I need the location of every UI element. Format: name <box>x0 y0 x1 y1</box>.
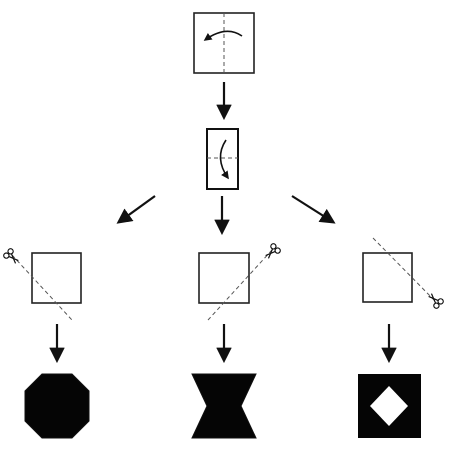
branch-3-cut-sheet <box>362 237 444 309</box>
step-1-sheet <box>193 12 255 74</box>
folded-square <box>31 252 82 304</box>
cut-line <box>372 237 439 305</box>
square-with-diamond-hole-shape <box>358 374 421 438</box>
cut-line <box>11 254 73 321</box>
scissors-icon <box>265 243 281 259</box>
arrow-right-branch-icon <box>291 195 336 224</box>
step-2-sheet <box>206 128 239 190</box>
arrow-left-branch-icon <box>116 195 156 224</box>
branch-2-cut-sheet <box>198 243 281 321</box>
cut-line <box>207 249 273 321</box>
scissors-icon <box>3 248 19 264</box>
fold-arrow-icon <box>203 30 243 41</box>
bowtie-shape <box>191 373 257 439</box>
folded-square <box>362 252 413 303</box>
folded-square <box>198 252 250 304</box>
octagon-shape <box>24 373 90 439</box>
scissors-icon <box>428 293 444 309</box>
paper-half-sheet <box>206 128 239 190</box>
diamond-hole <box>370 386 408 426</box>
fold-arrow-icon <box>219 139 229 180</box>
branch-1-cut-sheet <box>3 248 82 321</box>
